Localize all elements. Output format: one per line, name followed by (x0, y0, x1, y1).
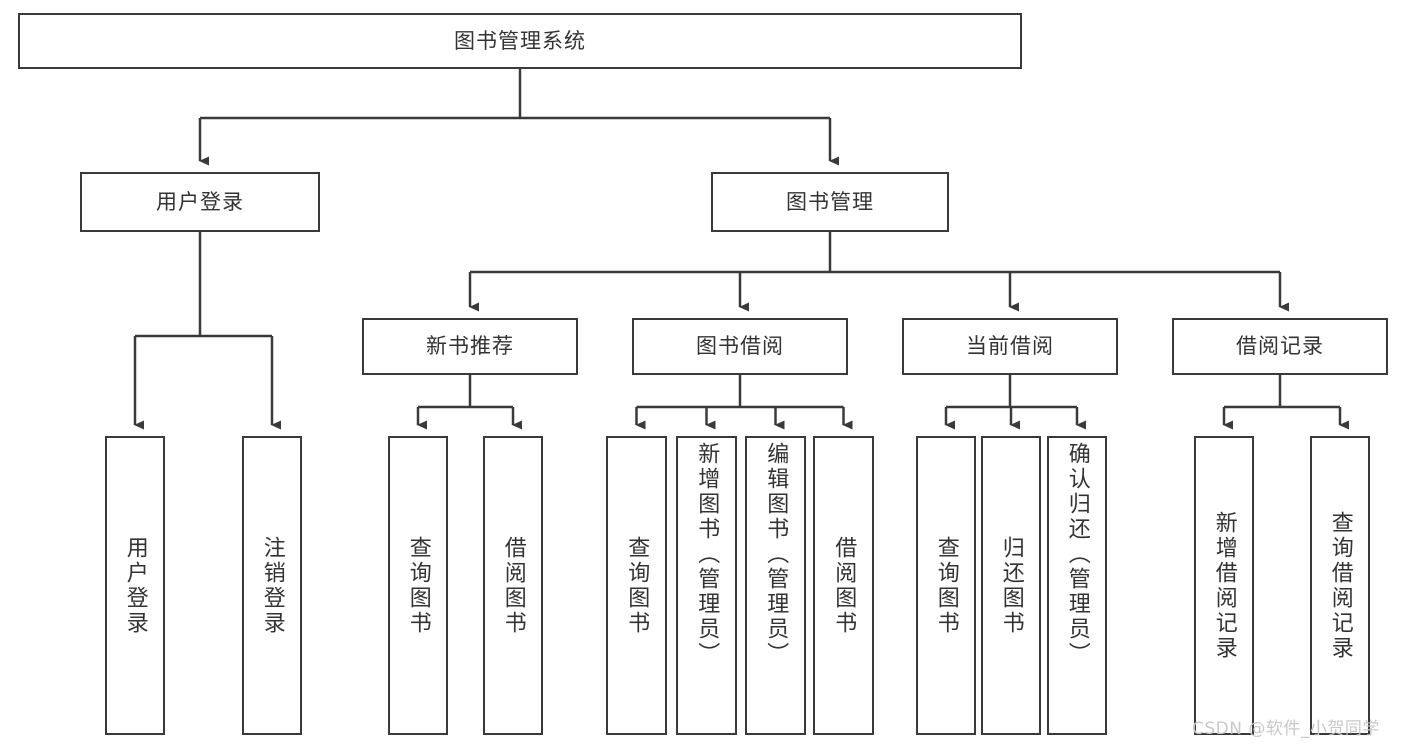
node-label: 借阅记录 (1236, 334, 1324, 359)
node-login[interactable]: 用户登录 (80, 172, 320, 232)
node-label: 借阅图书 (831, 535, 857, 636)
csdn-watermark: CSDN @软件_小贺同学 (1192, 719, 1380, 739)
node-label: 注销登录 (259, 535, 285, 636)
node-record[interactable]: 借阅记录 (1172, 318, 1388, 375)
node-label: 确认归还（管理员） (1064, 442, 1090, 667)
node-label: 用户登录 (156, 189, 244, 214)
node-newbook[interactable]: 新书推荐 (362, 318, 578, 375)
node-label: 借阅图书 (500, 535, 526, 636)
node-current[interactable]: 当前借阅 (902, 318, 1118, 375)
node-label: 用户登录 (122, 535, 148, 636)
node-label: 图书管理 (786, 189, 874, 214)
node-label: 图书管理系统 (454, 28, 586, 53)
node-label: 查询图书 (405, 535, 431, 636)
node-bookmgmt[interactable]: 图书管理 (711, 172, 949, 232)
node-leaf-login-1[interactable]: 用户登录 (105, 436, 165, 735)
node-leaf-bor-2[interactable]: 新增图书（管理员） (676, 436, 737, 735)
node-leaf-cur-1[interactable]: 查询图书 (916, 436, 976, 735)
node-root[interactable]: 图书管理系统 (18, 13, 1022, 69)
node-label: 当前借阅 (966, 334, 1054, 359)
node-leaf-login-2[interactable]: 注销登录 (242, 436, 302, 735)
node-borrow[interactable]: 图书借阅 (632, 318, 848, 375)
node-leaf-cur-3[interactable]: 确认归还（管理员） (1047, 436, 1107, 735)
node-leaf-new-2[interactable]: 借阅图书 (483, 436, 543, 735)
node-leaf-rec-2[interactable]: 查询借阅记录 (1310, 436, 1370, 735)
node-leaf-bor-3[interactable]: 编辑图书（管理员） (745, 436, 806, 735)
node-label: 归还图书 (998, 535, 1024, 636)
node-leaf-rec-1[interactable]: 新增借阅记录 (1194, 436, 1254, 735)
node-label: 图书借阅 (696, 334, 784, 359)
node-label: 查询图书 (624, 535, 650, 636)
node-leaf-cur-2[interactable]: 归还图书 (981, 436, 1041, 735)
node-label: 新增借阅记录 (1211, 510, 1237, 661)
node-label: 新增图书（管理员） (694, 442, 720, 667)
node-label: 查询借阅记录 (1327, 510, 1353, 661)
node-leaf-bor-1[interactable]: 查询图书 (606, 436, 667, 735)
node-label: 新书推荐 (426, 334, 514, 359)
node-label: 编辑图书（管理员） (763, 442, 789, 667)
node-label: 查询图书 (933, 535, 959, 636)
node-leaf-bor-4[interactable]: 借阅图书 (813, 436, 874, 735)
node-leaf-new-1[interactable]: 查询图书 (388, 436, 448, 735)
